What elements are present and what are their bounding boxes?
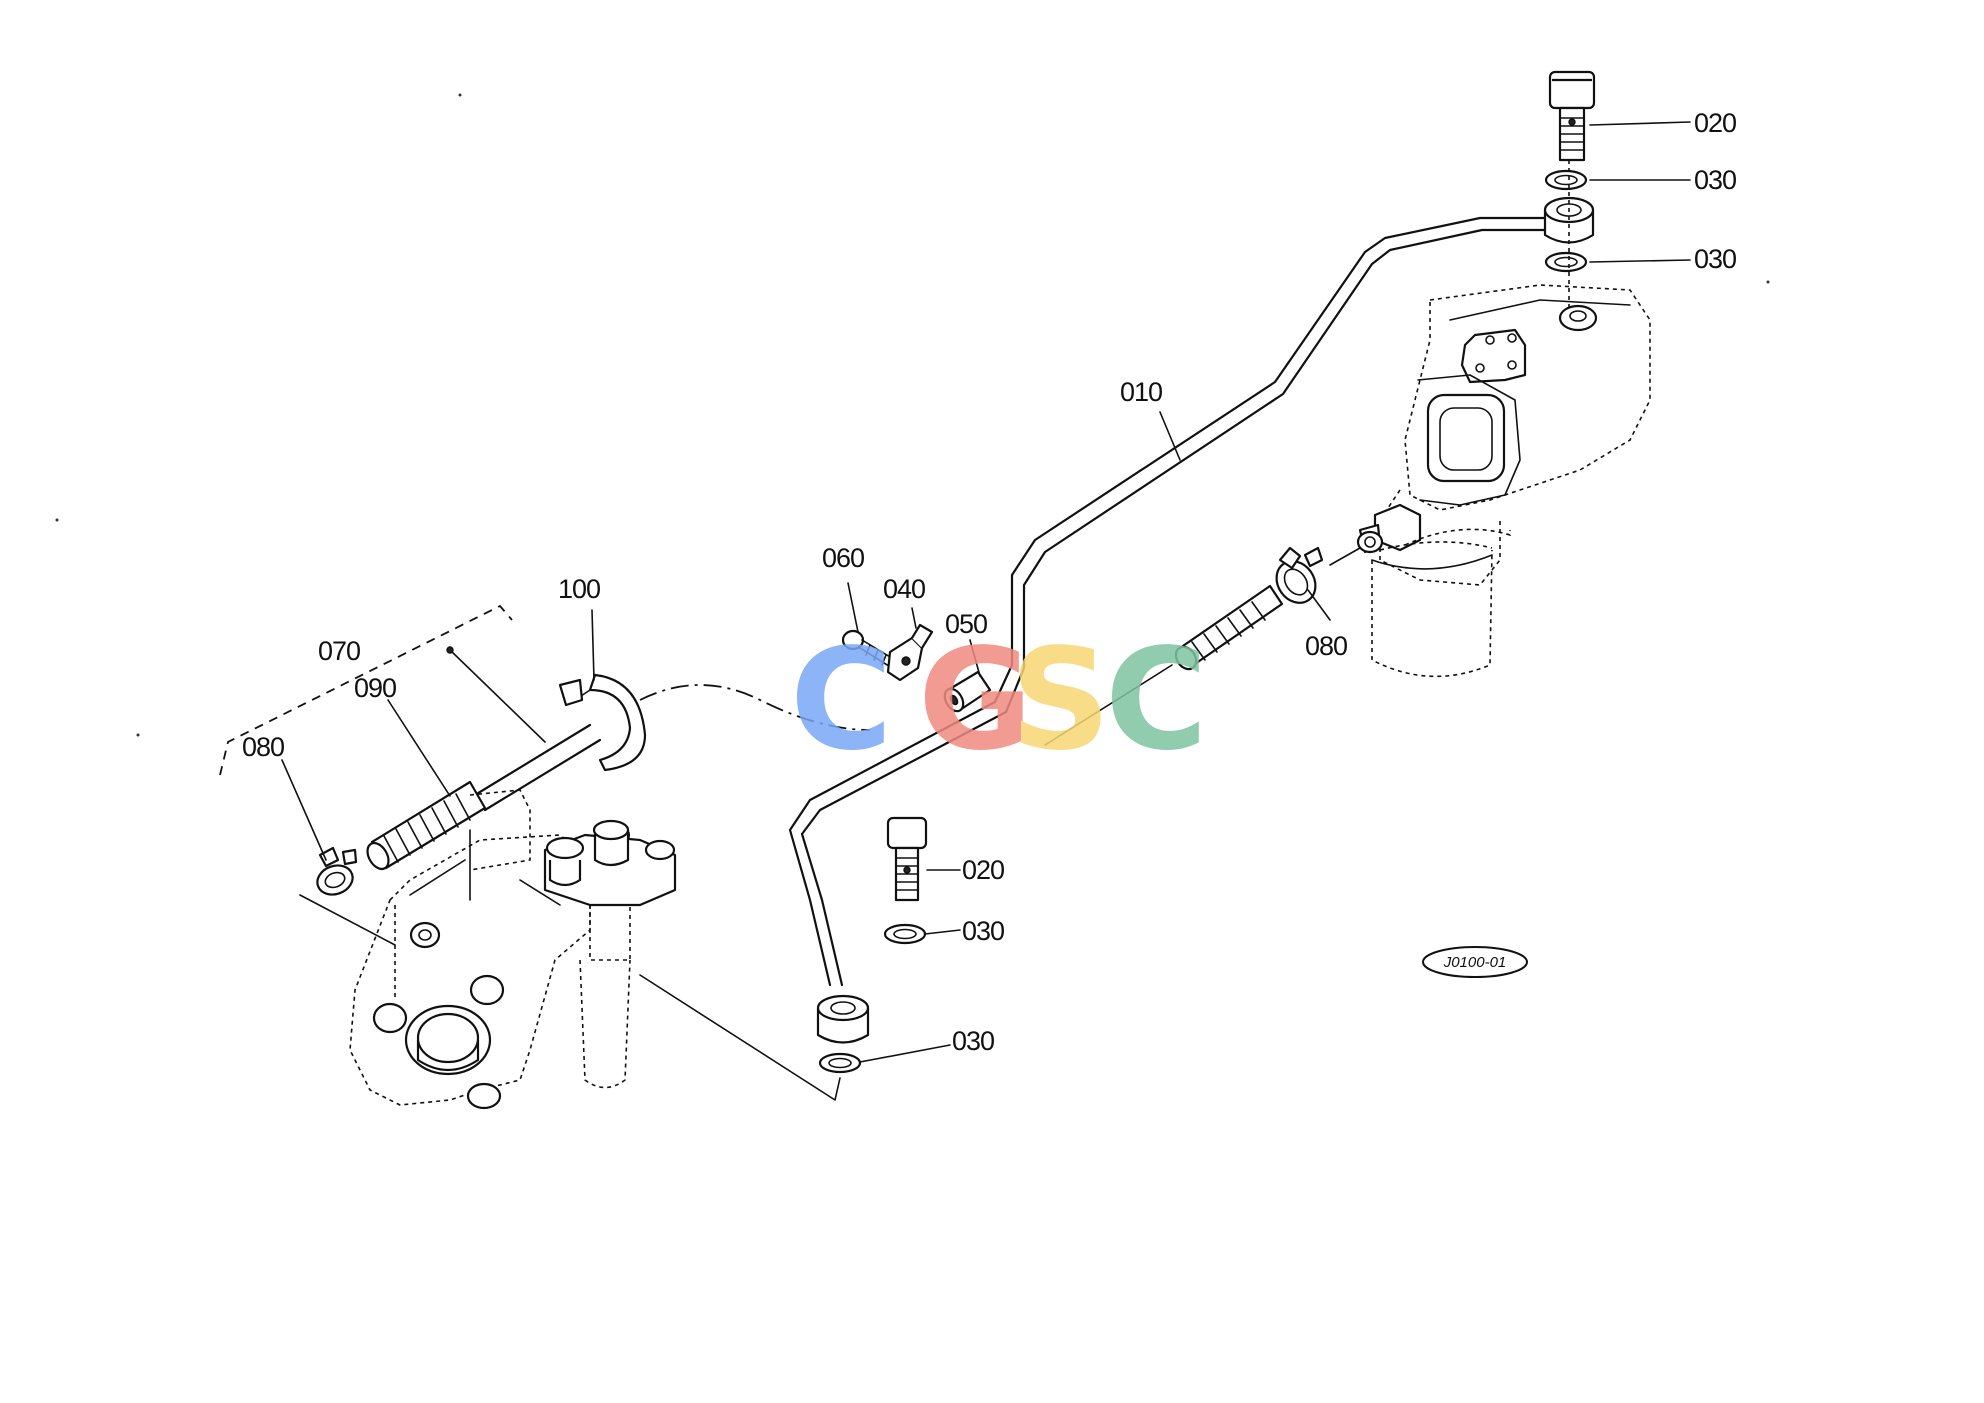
bolt-060 bbox=[841, 629, 896, 669]
callout-010: 010 bbox=[1120, 377, 1162, 407]
steering-pump-left bbox=[349, 789, 677, 1110]
assembly-bracket-070 bbox=[219, 604, 513, 776]
hose-right bbox=[1044, 547, 1361, 746]
callout-030-mid2: 030 bbox=[952, 1026, 994, 1056]
steering-unit-right bbox=[1356, 284, 1651, 678]
hose-clamp-080-left bbox=[316, 846, 358, 896]
watermark-letter-3: S bbox=[1010, 619, 1111, 782]
callout-labels: 020 030 030 010 060 040 050 080 100 070 … bbox=[242, 108, 1737, 1056]
callout-leaders bbox=[281, 121, 1691, 1063]
washer-030-mid2 bbox=[818, 1052, 862, 1074]
hose-clamp-080-right bbox=[1275, 546, 1324, 604]
reference-code-badge: J0100-01 bbox=[1422, 946, 1528, 978]
callout-100: 100 bbox=[558, 574, 600, 604]
callout-050: 050 bbox=[945, 609, 987, 639]
reference-code: J0100-01 bbox=[1443, 954, 1507, 971]
watermark-letter-4: C bbox=[1105, 619, 1208, 782]
banjo-eye-mid bbox=[816, 994, 870, 1044]
callout-090: 090 bbox=[354, 673, 396, 703]
routing-line bbox=[639, 684, 871, 731]
banjo-eye-top bbox=[1543, 196, 1595, 244]
callout-020-top: 020 bbox=[1694, 108, 1736, 138]
washer-030-top2 bbox=[1544, 251, 1588, 273]
washer-030-mid1 bbox=[883, 923, 927, 945]
callout-030-top2: 030 bbox=[1694, 244, 1736, 274]
callout-020-mid: 020 bbox=[962, 855, 1004, 885]
callout-040: 040 bbox=[883, 574, 925, 604]
hose-clip-100 bbox=[558, 673, 647, 772]
callout-080-right: 080 bbox=[1305, 631, 1347, 661]
hose-090 bbox=[366, 723, 602, 871]
watermark-letter-1: C bbox=[790, 619, 893, 782]
oil-pipe-010 bbox=[788, 216, 1552, 987]
callout-060: 060 bbox=[822, 543, 864, 573]
callout-030-top1: 030 bbox=[1694, 165, 1736, 195]
watermark-letter-2: G bbox=[918, 619, 1033, 782]
clamp-040 bbox=[886, 623, 934, 682]
callout-070: 070 bbox=[318, 636, 360, 666]
washer-030-top1 bbox=[1544, 169, 1588, 191]
callout-080-left: 080 bbox=[242, 732, 284, 762]
spacer-050 bbox=[943, 670, 992, 713]
cgsc-watermark: C G S C bbox=[790, 619, 1208, 782]
banjo-bolt-020-top bbox=[1548, 70, 1596, 162]
banjo-bolt-020-mid bbox=[886, 816, 928, 902]
scan-specks bbox=[55, 93, 1770, 737]
callout-030-mid1: 030 bbox=[962, 916, 1004, 946]
assembly-leader-lines bbox=[299, 879, 841, 1101]
